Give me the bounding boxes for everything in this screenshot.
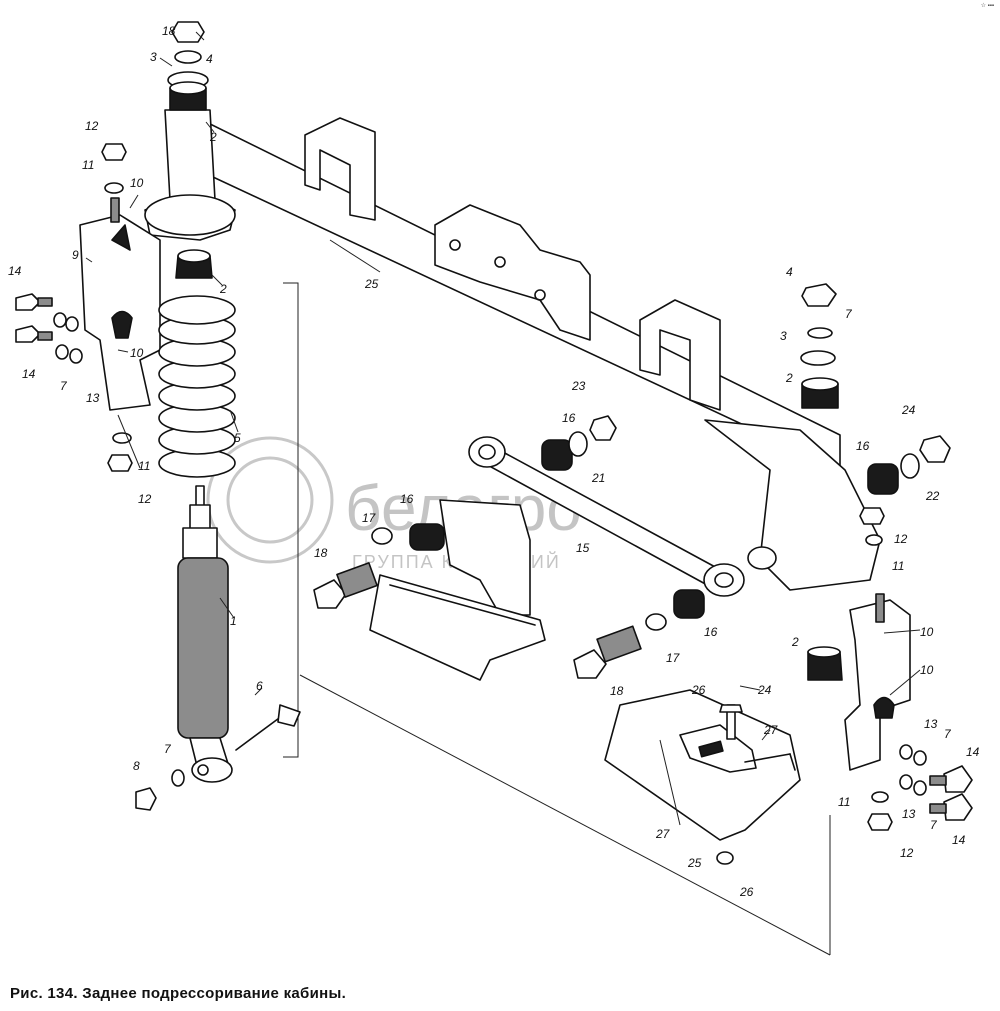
label-7d: 7	[845, 307, 853, 321]
label-13c: 13	[902, 807, 916, 821]
label-7e: 7	[944, 727, 952, 741]
label-1: 1	[230, 614, 237, 628]
label-13: 13	[86, 391, 100, 405]
label-10c: 10	[920, 625, 934, 639]
part-number-labels: 18 4 3 2 12 11 10 9 2 14 10 14 7 13 5 11…	[8, 24, 980, 899]
label-10b: 10	[130, 346, 144, 360]
label-23: 27	[655, 827, 671, 841]
label-24: 24	[757, 683, 772, 697]
left-top-fasteners	[167, 21, 213, 279]
label-21: 25	[364, 277, 379, 291]
label-7b: 7	[60, 379, 68, 393]
label-11b: 11	[138, 459, 150, 473]
label-11c: 11	[892, 559, 904, 573]
label-14b: 14	[22, 367, 36, 381]
label-12b: 12	[138, 492, 152, 506]
label-6: 6	[256, 679, 263, 693]
label-5: 5	[234, 431, 241, 445]
label-12d: 12	[900, 846, 914, 860]
label-18: 18	[314, 546, 328, 560]
label-12: 12	[85, 119, 99, 133]
label-2c: 2	[785, 371, 793, 385]
shock-absorber-1	[177, 485, 301, 783]
label-12c: 12	[894, 532, 908, 546]
label-14d: 14	[952, 833, 966, 847]
label-16b: 16	[856, 439, 870, 453]
bushings-16-19-20	[371, 415, 951, 631]
label-10d: 10	[920, 663, 934, 677]
label-2: 2	[209, 130, 217, 144]
label-16: 16	[562, 411, 576, 425]
right-side-fasteners	[859, 507, 973, 831]
torque-rod-15	[468, 436, 745, 597]
label-11d: 11	[838, 795, 850, 809]
label-25: 25	[687, 856, 702, 870]
left-lower-bracket-9	[79, 214, 161, 411]
label-26: 26	[739, 885, 754, 899]
label-15: 15	[576, 541, 590, 555]
label-7: 18	[162, 24, 176, 38]
label-14c: 14	[966, 745, 980, 759]
label-13b: 13	[924, 717, 938, 731]
left-mount-block	[369, 499, 546, 681]
label-22: 26	[691, 683, 706, 697]
label-8: 8	[133, 759, 140, 773]
label-3: 3	[150, 50, 157, 64]
label-7f: 7	[930, 818, 938, 832]
label-2d: 2	[791, 635, 799, 649]
leader-lines	[85, 31, 921, 826]
label-17: 17	[362, 511, 377, 525]
label-10: 10	[130, 176, 144, 190]
label-4: 4	[206, 52, 213, 66]
label-19b: 22	[925, 489, 940, 503]
label-17b: 17	[666, 651, 681, 665]
label-9: 9	[72, 248, 79, 262]
label-16d: 16	[704, 625, 718, 639]
label-20b: 24	[901, 403, 916, 417]
label-18b: 18	[610, 684, 624, 698]
label-20: 23	[571, 379, 586, 393]
bottom-bracket-22	[604, 689, 801, 865]
left-side-fasteners	[15, 143, 185, 811]
right-top-fasteners	[800, 283, 839, 409]
label-4b: 4	[786, 265, 793, 279]
label-11: 11	[82, 158, 94, 172]
assembly-frame-lines	[283, 282, 831, 956]
right-lower-bracket	[807, 593, 911, 771]
coil-spring-5	[158, 295, 236, 478]
corner-mark: ☆ ▪▪▪	[980, 3, 994, 9]
bolts-18	[313, 562, 642, 679]
label-27: 27	[763, 723, 779, 737]
label-14: 14	[8, 264, 22, 278]
figure-caption: Рис. 134. Заднее подрессоривание кабины.	[10, 985, 347, 1002]
left-upper-bracket	[144, 109, 236, 241]
label-3b: 3	[780, 329, 787, 343]
label-16c: 16	[400, 492, 414, 506]
label-19: 21	[591, 471, 605, 485]
label-2b: 2	[219, 282, 227, 296]
label-7c: 7	[164, 742, 172, 756]
